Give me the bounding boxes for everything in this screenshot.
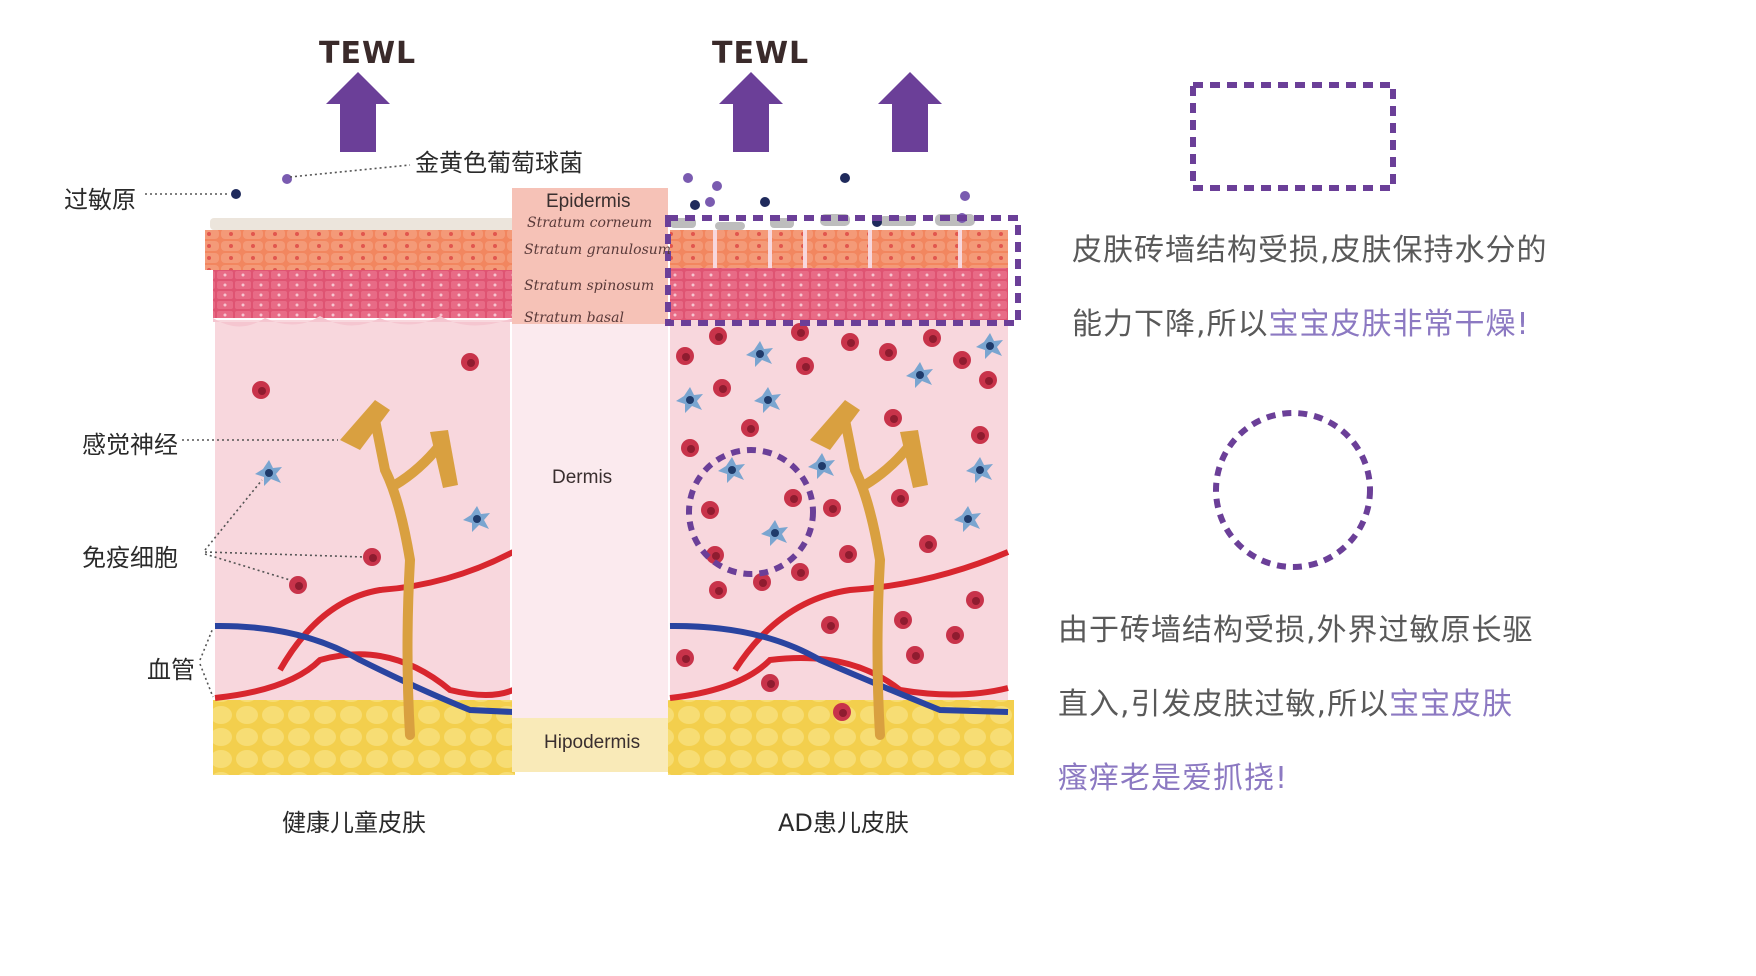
tewl-arrows [326, 72, 942, 152]
stratum-corneum-label: Stratum corneum [527, 215, 653, 231]
legend-circle-highlight-a: 宝宝皮肤 [1389, 687, 1514, 722]
dashed-circle-inflammation [686, 447, 816, 577]
epidermis-band [512, 188, 668, 324]
legend-square-line2: 能力下降,所以宝宝皮肤非常干燥! [1072, 307, 1530, 342]
legend-circle-highlight-b: 瘙痒老是爱抓挠! [1058, 761, 1289, 796]
stratum-spinosum-label: Stratum spinosum [524, 278, 655, 294]
legend-circle-text: 由于砖墙结构受损,外界过敏原长驱 直入,引发皮肤过敏,所以宝宝皮肤 瘙痒老是爱抓… [1058, 594, 1748, 816]
legend-square-text: 皮肤砖墙结构受损,皮肤保持水分的 能力下降,所以宝宝皮肤非常干燥! [1072, 214, 1742, 362]
blood-vessel-label: 血管 [147, 656, 195, 684]
legend-circle-line2: 直入,引发皮肤过敏,所以宝宝皮肤 [1058, 687, 1514, 722]
dashed-box-damaged-barrier [665, 215, 1021, 326]
staph-label: 金黄色葡萄球菌 [415, 149, 583, 177]
ad-skin-panel [665, 173, 1021, 775]
hipodermis-band [512, 718, 668, 772]
legend-square-line1: 皮肤砖墙结构受损,皮肤保持水分的 [1072, 233, 1548, 268]
immune-cells-label: 免疫细胞 [82, 544, 178, 572]
stratum-basal-label: Stratum basal [524, 310, 624, 326]
healthy-skin-panel [205, 174, 515, 775]
legend-dashed-circle [1213, 410, 1373, 570]
stratum-granulosum-label: Stratum granulosum [524, 242, 672, 258]
tewl-label-healthy: TEWL [319, 36, 417, 71]
caption-ad: AD患儿皮肤 [778, 809, 909, 837]
epidermis-title: Epidermis [546, 191, 631, 212]
dermis-band [512, 324, 668, 718]
allergen-label: 过敏原 [64, 186, 136, 214]
legend-square-highlight: 宝宝皮肤非常干燥! [1268, 307, 1530, 342]
hipodermis-title: Hipodermis [544, 732, 641, 753]
dermis-title: Dermis [552, 467, 613, 488]
legend-circle-line1: 由于砖墙结构受损,外界过敏原长驱 [1058, 613, 1534, 648]
sensory-nerve-label: 感觉神经 [82, 431, 178, 459]
tewl-label-ad: TEWL [712, 36, 810, 71]
legend-dashed-square [1190, 82, 1396, 191]
caption-healthy: 健康儿童皮肤 [282, 809, 426, 837]
leader-lines [145, 164, 411, 698]
